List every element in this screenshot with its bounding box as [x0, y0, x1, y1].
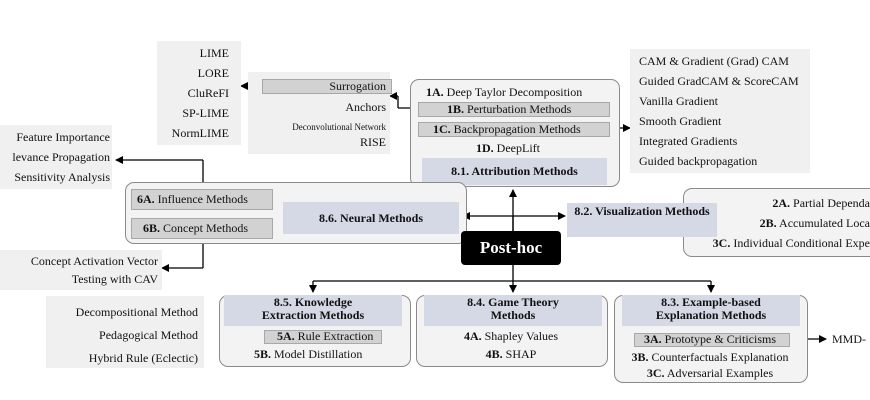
- rule-extraction-bar: [264, 330, 382, 344]
- knowledge-item-5b: 5B. Model Distillation: [254, 347, 363, 361]
- attribution-item-1c: 1C. Backpropagation Methods: [433, 122, 581, 136]
- influence-detail: levance Propagation: [12, 150, 110, 164]
- visualization-item-2b: 2B. Accumulated Loca: [759, 216, 870, 230]
- attribution-item-1a: 1A. Deep Taylor Decomposition: [426, 85, 583, 99]
- backprop-details-panel: [630, 49, 810, 173]
- concept-bar: [131, 218, 273, 239]
- surrogation-detail: LORE: [197, 66, 229, 80]
- concept-detail: Testing with CAV: [71, 272, 158, 286]
- rule-detail: Decompositional Method: [75, 305, 198, 319]
- game-item-4a: 4A. Shapley Values: [463, 329, 559, 343]
- visualization-item-3c: 3C. Individual Conditional Expe: [712, 236, 870, 250]
- example-item-3c: 3C. Adversarial Examples: [646, 366, 774, 380]
- surrogation-detail: LIME: [199, 46, 229, 60]
- concept-details-panel: [0, 250, 162, 290]
- rule-detail: Hybrid Rule (Eclectic): [88, 351, 198, 365]
- backprop-detail: CAM & Gradient (Grad) CAM: [639, 54, 789, 68]
- influence-detail: Sensitivity Analysis: [14, 170, 110, 184]
- perturbation-detail-rise: RISE: [359, 135, 386, 149]
- game-item-4b: 4B. SHAP: [485, 347, 537, 361]
- surrogation-detail: SP-LIME: [182, 106, 229, 120]
- knowledge-item-5a: 5A. Rule Extraction: [277, 329, 374, 343]
- prototype-detail: MMD-: [832, 332, 867, 346]
- backprop-detail: Guided GradCAM & ScoreCAM: [639, 74, 799, 88]
- neural-item-6b: 6B. Concept Methods: [143, 221, 249, 235]
- perturbation-detail-surrogation: Surrogation: [329, 79, 386, 93]
- rule-detail: Pedagogical Method: [99, 328, 198, 342]
- example-item-3b: 3B. Counterfactuals Explanation: [631, 350, 789, 364]
- attribution-item-1b: 1B. Perturbation Methods: [447, 102, 572, 116]
- backpropagation-bar: [418, 122, 610, 137]
- influence-bar: [131, 189, 273, 210]
- post-hoc-node: Post-hoc: [461, 231, 561, 265]
- neural-header: 8.6. Neural Methods: [283, 202, 459, 234]
- perturbation-detail-anchors: Anchors: [345, 100, 386, 114]
- backprop-detail: Guided backpropagation: [639, 154, 758, 168]
- example-item-3a: 3A. Prototype & Criticisms: [643, 332, 776, 346]
- attribution-header: 8.1. Attribution Methods: [422, 158, 607, 185]
- surrogation-detail: CluReFI: [187, 86, 229, 100]
- attribution-item-1d: 1D. DeepLift: [476, 141, 540, 155]
- backprop-detail: Smooth Gradient: [639, 114, 722, 128]
- surrogation-detail: NormLIME: [171, 126, 229, 140]
- concept-detail: Concept Activation Vector: [30, 254, 158, 268]
- influence-details-panel: [0, 125, 112, 189]
- backprop-detail: Integrated Gradients: [639, 134, 738, 148]
- prototype-bar: [634, 333, 790, 347]
- surrogation-details-panel: [157, 41, 241, 145]
- visualization-item-2a: 2A. Partial Dependa: [772, 196, 870, 210]
- visualization-header: 8.2. Visualization Methods: [567, 203, 717, 237]
- influence-detail: Feature Importance: [16, 130, 110, 144]
- surrogation-bar: [262, 79, 392, 94]
- neural-item-6a: 6A. Influence Methods: [137, 192, 248, 206]
- backprop-detail: Vanilla Gradient: [639, 94, 718, 108]
- rule-details-panel: [46, 296, 204, 368]
- perturbation-detail-deconv: Deconvolutional Network: [292, 122, 386, 132]
- perturbation-bar: [418, 102, 610, 117]
